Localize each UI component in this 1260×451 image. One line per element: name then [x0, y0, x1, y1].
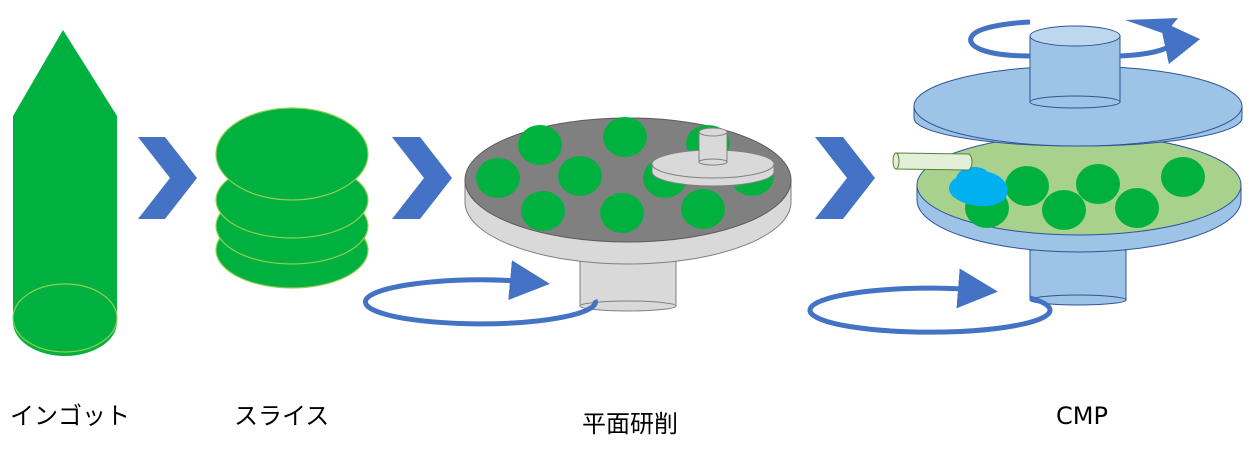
- rotation-arrow-icon: [362, 260, 598, 327]
- chevron-right-icon: [392, 137, 452, 219]
- ingot-illustration: [12, 30, 118, 356]
- cmp-machine-illustration: [807, 18, 1243, 335]
- rotation-arrow-icon: [807, 268, 1053, 335]
- grinding-machine-illustration: [362, 117, 792, 327]
- grinding-label: 平面研削: [582, 410, 678, 438]
- slice-label: スライス: [234, 402, 330, 430]
- ingot-label: インゴット: [10, 402, 130, 430]
- cmp-label: CMP: [1056, 402, 1108, 430]
- chevron-right-icon: [138, 137, 197, 219]
- rotation-arrow-icon: [968, 18, 1201, 65]
- slice-stack-illustration: [215, 107, 369, 289]
- chevron-right-icon: [815, 137, 875, 219]
